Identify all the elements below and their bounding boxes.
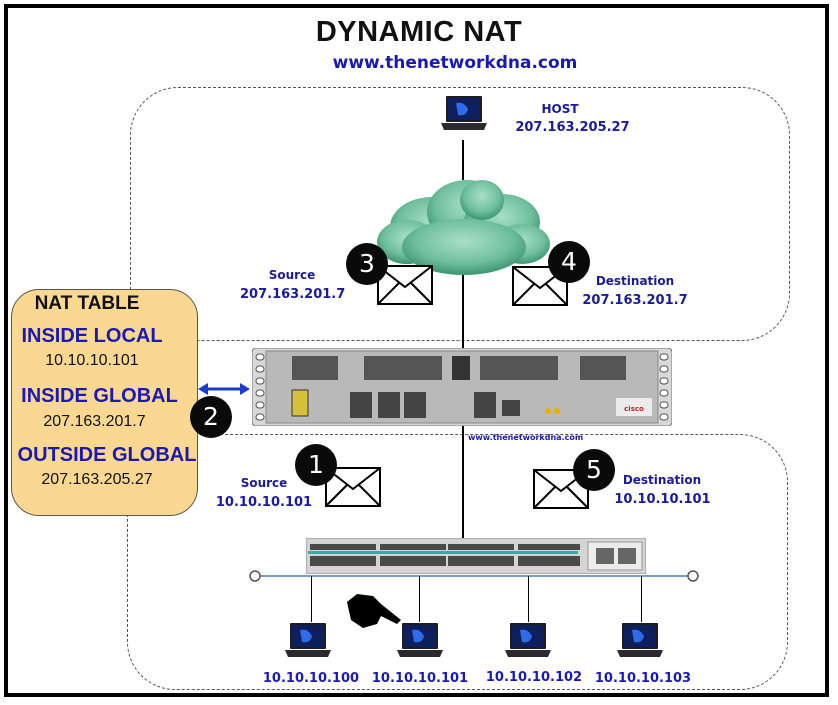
outside-network-zone [130,87,790,341]
lan-bus [249,570,699,582]
host-ip-3: 10.10.10.102 [485,670,583,685]
drop-host-4 [641,576,642,622]
step3-label: Source [268,268,316,282]
step4-ip: 207.163.201.7 [582,293,688,308]
nat-inside-global-value: 207.163.201.7 [43,413,146,430]
host-ip-2: 10.10.10.101 [371,671,469,686]
drop-host-1 [311,576,312,622]
nat-inside-global-header: INSIDE GLOBAL [21,385,178,407]
nat-table-title: NAT TABLE [34,293,140,314]
inside-network-zone [127,434,788,690]
cloud-icon [377,180,550,275]
step5-ip: 10.10.10.101 [614,492,711,507]
nat-outside-global-header: OUTSIDE GLOBAL [17,444,197,466]
laptop-icon[interactable] [504,622,552,658]
diagram-border [4,4,829,697]
link-cloud-router [462,275,464,350]
host-ip-1: 10.10.10.100 [262,671,360,686]
step5-label: Destination [622,473,702,487]
laptop-icon[interactable] [440,95,488,131]
step-badge-3: 3 [346,243,388,285]
router-watermark: www.thenetworkdna.com [468,433,584,442]
host-ip-4: 10.10.10.103 [594,671,692,686]
step-badge-4: 4 [548,241,590,283]
svg-text:cisco: cisco [624,405,644,413]
laptop-icon[interactable] [616,622,664,658]
laptop-icon[interactable] [284,622,332,658]
step-badge-1: 1 [295,444,337,486]
step-badge-5: 5 [573,449,615,491]
pointing-hand-icon [347,594,401,628]
nat-outside-global-value: 207.163.205.27 [41,471,153,488]
link-router-switch [462,425,464,540]
envelope-icon [325,467,381,507]
website-link[interactable]: www.thenetworkdna.com [332,53,578,73]
double-arrow-icon [198,383,250,395]
step3-ip: 207.163.201.7 [240,287,346,302]
diagram-title: DYNAMIC NAT [315,16,523,48]
host-label: HOST [541,102,579,116]
step1-ip: 10.10.10.101 [215,495,313,510]
link-host-cloud [462,140,464,180]
step4-label: Destination [595,274,675,288]
nat-table: NAT TABLE INSIDE LOCAL 10.10.10.101 INSI… [11,289,198,516]
step-badge-2: 2 [190,396,232,438]
host-ip: 207.163.205.27 [515,120,630,135]
router-icon[interactable]: cisco [252,348,672,426]
drop-host-2 [419,576,420,622]
nat-inside-local-value: 10.10.10.101 [45,352,139,369]
drop-host-3 [528,576,529,622]
laptop-icon[interactable] [396,622,444,658]
nat-inside-local-header: INSIDE LOCAL [21,325,163,347]
envelope-icon [377,265,433,305]
switch-icon[interactable] [306,538,646,574]
step1-label: Source [240,476,288,490]
